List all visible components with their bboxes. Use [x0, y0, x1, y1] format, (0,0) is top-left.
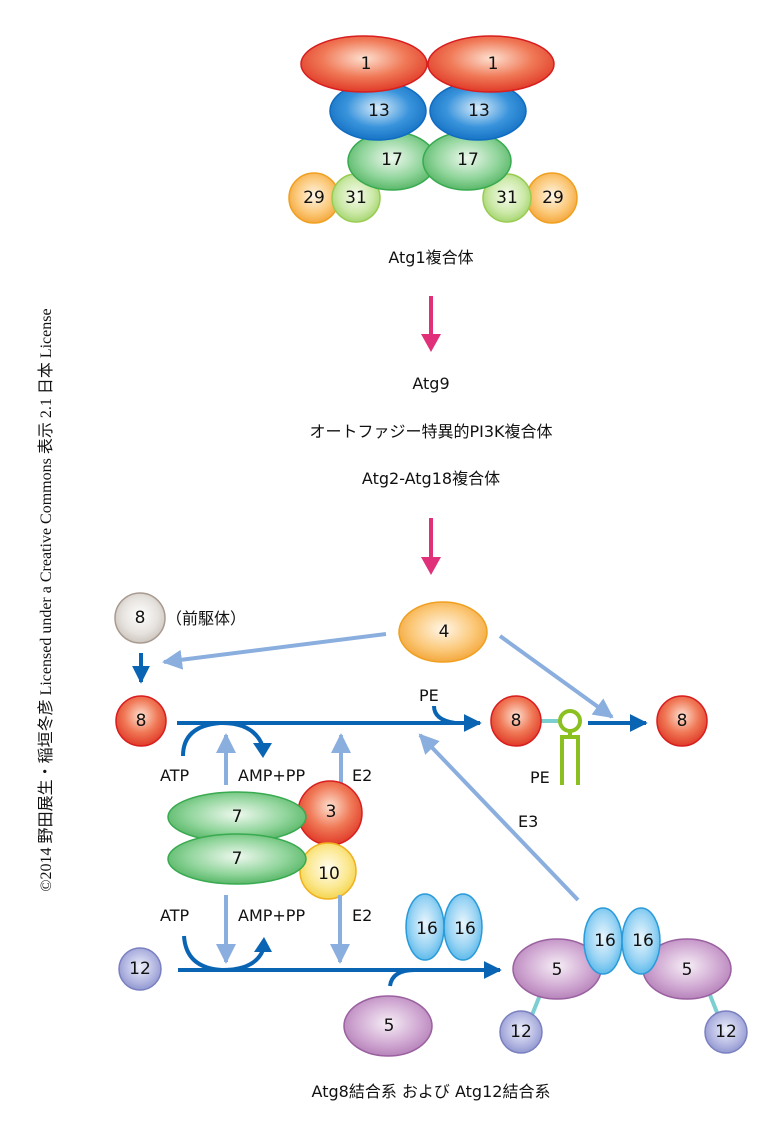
atg4-deconjugation-arrow	[498, 634, 614, 719]
pe-label-top: PE	[419, 686, 439, 705]
label-13-right: 13	[468, 101, 490, 121]
pe-label-lipid: PE	[530, 768, 550, 787]
label-5-complex-right: 5	[682, 960, 693, 980]
label-4: 4	[439, 622, 450, 642]
label-29-right: 29	[542, 188, 564, 208]
atp-label-upper: ATP	[160, 766, 189, 785]
atg5-input-curve	[388, 968, 416, 987]
label-16-free-right: 16	[454, 919, 476, 939]
label-1-right: 1	[488, 54, 499, 74]
protein-5-free	[343, 995, 433, 1057]
protein-8-processed	[115, 695, 167, 747]
amp-pp-label-lower: AMP+PP	[238, 906, 305, 925]
label-10: 10	[318, 864, 340, 884]
protein-8-lipidated	[490, 695, 542, 747]
protein-1-right	[427, 35, 555, 93]
e3-arrow	[418, 733, 580, 902]
protein-7-lower	[167, 833, 307, 885]
protein-4	[398, 601, 488, 663]
atp-curve-lower	[182, 935, 265, 973]
protein-8-precursor	[114, 592, 166, 644]
label-31-left: 31	[345, 188, 367, 208]
e3-label: E3	[518, 812, 538, 831]
label-5-complex-left: 5	[552, 960, 563, 980]
step-atg9: Atg9	[412, 374, 449, 393]
label-12-complex-left: 12	[510, 1022, 532, 1042]
atg12-atg5-atg16-complex: 5 5 16 16 12 12	[499, 907, 748, 1054]
e2-label-lower: E2	[352, 906, 372, 925]
copyright-text: ©2014 野田展生・稲垣冬彦 Licensed under a Creativ…	[38, 308, 55, 892]
label-8-lipidated: 8	[511, 711, 522, 731]
label-31-right: 31	[496, 188, 518, 208]
protein-12-free	[118, 947, 162, 991]
label-7-upper: 7	[232, 807, 243, 827]
pink-arrowhead-1	[421, 334, 441, 352]
label-8-released: 8	[677, 711, 688, 731]
label-17-left: 17	[381, 150, 403, 170]
label-16-complex-left: 16	[594, 931, 616, 951]
protein-16-complex-right	[621, 907, 661, 975]
atg1-complex: 1 1 13 13 17 17 29 31 31 29 Atg1複合体	[288, 35, 578, 267]
e2-label-upper: E2	[352, 766, 372, 785]
amp-arrowhead-upper	[253, 743, 272, 758]
label-8-processed: 8	[136, 711, 147, 731]
protein-12-complex-right	[704, 1010, 748, 1054]
atp-curve-upper	[181, 720, 265, 757]
label-8-precursor: 8	[135, 608, 146, 628]
label-1-left: 1	[361, 54, 372, 74]
conjugation-systems: 8 （前駆体） 4 8 PE ATP AMP+PP E2 8 PE	[114, 592, 748, 1101]
label-7-lower: 7	[232, 849, 243, 869]
step-pi3k-complex: オートファジー特異的PI3K複合体	[309, 422, 552, 441]
protein-12-complex-left	[499, 1010, 543, 1054]
precursor-label: （前駆体）	[166, 609, 246, 628]
pe-lipid-icon	[558, 709, 582, 785]
label-13-left: 13	[368, 101, 390, 121]
amp-pp-label-upper: AMP+PP	[238, 766, 305, 785]
label-16-free-left: 16	[416, 919, 438, 939]
atg1-complex-caption: Atg1複合体	[388, 248, 473, 267]
label-5-free: 5	[384, 1016, 395, 1036]
atg4-to-precursor-arrow	[162, 632, 387, 670]
atp-label-lower: ATP	[160, 906, 189, 925]
label-12-free: 12	[129, 959, 151, 979]
conjugation-caption: Atg8結合系 および Atg12結合系	[312, 1082, 551, 1101]
protein-10	[299, 842, 357, 900]
pink-arrowhead-2	[421, 557, 441, 575]
label-29-left: 29	[303, 188, 325, 208]
label-16-complex-right: 16	[632, 931, 654, 951]
pe-input-curve	[432, 705, 456, 725]
protein-16-free-right	[443, 893, 483, 961]
protein-8-released	[656, 695, 708, 747]
step-atg2-atg18-complex: Atg2-Atg18複合体	[362, 469, 500, 488]
label-12-complex-right: 12	[715, 1022, 737, 1042]
label-17-right: 17	[457, 150, 479, 170]
amp-arrowhead-lower	[254, 937, 272, 952]
label-3: 3	[326, 802, 337, 822]
protein-1-left	[300, 35, 428, 93]
